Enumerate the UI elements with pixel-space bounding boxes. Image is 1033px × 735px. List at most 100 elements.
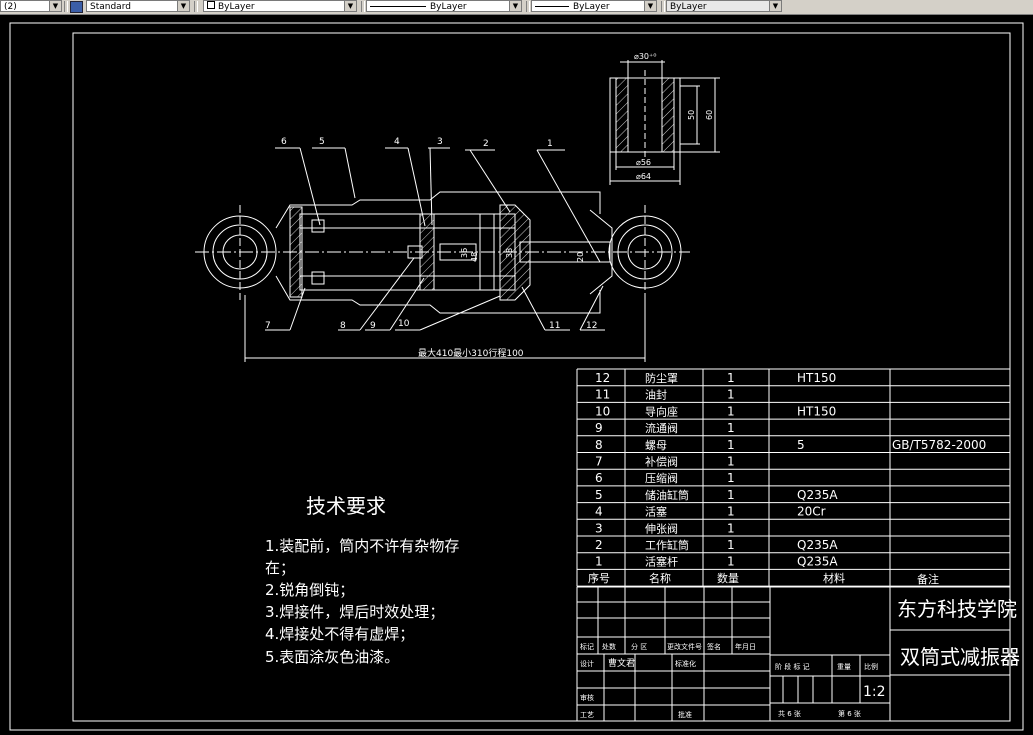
balloon-1: 1 — [547, 139, 553, 149]
bom-cell-material: Q235A — [797, 555, 838, 569]
requirement-line-2: 在； — [265, 559, 295, 577]
bom-cell-qty: 1 — [727, 404, 735, 418]
requirement-line-5: 4.焊接处不得有虚焊； — [265, 625, 414, 643]
tb-count: 处数 — [602, 642, 616, 651]
tb-school: 东方科技学院 — [897, 597, 1017, 621]
bom-cell-qty: 1 — [727, 505, 735, 519]
balloon-11: 11 — [549, 321, 560, 331]
balloon-7: 7 — [265, 321, 271, 331]
bom-cell-note: GB/T5782-2000 — [892, 438, 986, 452]
tb-total: 共 6 张 — [778, 709, 801, 718]
color-value: ByLayer — [218, 2, 255, 12]
bom-cell-qty: 1 — [727, 371, 735, 385]
tb-zone: 分 区 — [631, 642, 647, 651]
tb-standard: 标准化 — [675, 659, 696, 668]
tb-process: 工艺 — [580, 711, 594, 719]
bom-cell-qty: 1 — [727, 488, 735, 502]
balloon-5: 5 — [319, 137, 325, 147]
title-block-text: 标记 处数 分 区 更改文件号 签名 年月日 设计 曹文君 标准化 审核 工艺 … — [580, 642, 878, 719]
bom-header-material: 材料 — [823, 571, 845, 585]
lineweight-combo[interactable]: ByLayer ▼ — [531, 0, 657, 12]
bom-cell-name: 流通阀 — [645, 421, 678, 435]
dimstyle-combo[interactable]: (2) ▼ — [0, 0, 62, 12]
title-block — [576, 586, 1011, 722]
tb-stage: 阶 段 标 记 — [775, 662, 810, 671]
bom-header-qty: 数量 — [717, 572, 739, 585]
chevron-down-icon[interactable]: ▼ — [509, 1, 521, 11]
line-sample — [370, 6, 426, 7]
dim-h50: 50 — [687, 110, 696, 120]
bom-cell-name: 活塞 — [645, 505, 667, 519]
dim-total-length: 最大410最小310行程100 — [418, 347, 524, 359]
dim-d56: ⌀56 — [636, 158, 651, 167]
bom-cell-no: 4 — [595, 505, 603, 519]
chevron-down-icon[interactable]: ▼ — [344, 1, 356, 11]
color-combo[interactable]: ByLayer ▼ — [203, 0, 357, 12]
linetype-combo[interactable]: ByLayer ▼ — [366, 0, 522, 12]
bom-cell-name: 螺母 — [645, 439, 667, 452]
bom-cell-qty: 1 — [727, 471, 735, 485]
bom-cell-no: 2 — [595, 538, 603, 552]
bom-cell-name: 油封 — [645, 388, 667, 402]
balloon-3: 3 — [437, 137, 443, 147]
bom-cell-qty: 1 — [727, 438, 735, 452]
bom-cell-name: 储油缸筒 — [645, 488, 689, 502]
balloon-8: 8 — [340, 321, 346, 331]
bom-cell-no: 12 — [595, 371, 610, 385]
bom-cell-qty: 1 — [727, 521, 735, 535]
bom-cell-no: 8 — [595, 438, 603, 452]
bom-cell-qty: 1 — [727, 388, 735, 402]
requirements-title: 技术要求 — [306, 494, 386, 518]
bom-header-no: 序号 — [588, 571, 610, 585]
color-swatch-icon — [207, 1, 215, 9]
tb-drawing-name: 双筒式减振器 — [900, 645, 1020, 669]
bom-cell-no: 7 — [595, 455, 603, 469]
chevron-down-icon[interactable]: ▼ — [177, 1, 189, 11]
tb-change-doc: 更改文件号 — [667, 642, 702, 651]
bom-cell-qty: 1 — [727, 455, 735, 469]
bom-cell-no: 1 — [595, 555, 603, 569]
bom-cell-name: 补偿阀 — [645, 455, 678, 469]
dimstyle-value: (2) — [4, 2, 17, 12]
bushing-detail — [609, 60, 720, 185]
bom-cell-name: 工作缸筒 — [645, 538, 689, 552]
drawing-canvas[interactable]: ⌀30⁺⁰ ⌀56 ⌀64 50 60 48 — [0, 15, 1033, 735]
toolbar-separator — [194, 1, 198, 12]
tb-designer: 曹文君 — [608, 657, 635, 669]
tb-scale: 1:2 — [863, 684, 886, 700]
plotstyle-combo[interactable]: ByLayer ▼ — [666, 0, 782, 12]
lineweight-value: ByLayer — [573, 2, 610, 12]
shock-absorber-assembly — [195, 191, 690, 362]
bom-cell-no: 10 — [595, 404, 610, 418]
balloon-2: 2 — [483, 139, 489, 149]
tb-mark: 标记 — [580, 642, 594, 651]
tb-sign: 签名 — [707, 642, 721, 651]
leader-lines — [265, 147, 605, 331]
plotstyle-value: ByLayer — [670, 2, 707, 12]
text-style-icon[interactable] — [70, 1, 83, 13]
bom-cell-name: 活塞杆 — [645, 555, 678, 569]
tb-approve: 批准 — [678, 710, 692, 719]
requirement-line-4: 3.焊接件，焊后时效处理； — [265, 603, 444, 621]
chevron-down-icon[interactable]: ▼ — [644, 1, 656, 11]
requirement-line-6: 5.表面涂灰色油漆。 — [265, 648, 399, 666]
properties-toolbar: (2) ▼ Standard ▼ ByLayer ▼ ByLayer ▼ ByL… — [0, 0, 1033, 15]
text-style-combo[interactable]: Standard ▼ — [86, 0, 190, 12]
balloon-12: 12 — [586, 321, 597, 331]
bom-cell-material: Q235A — [797, 488, 838, 502]
dim-d36: 36 — [460, 248, 469, 258]
toolbar-separator — [526, 1, 530, 12]
bom-cell-material: 20Cr — [797, 505, 826, 519]
balloon-6: 6 — [281, 137, 287, 147]
bom-header-note: 备注 — [917, 572, 939, 586]
tb-review: 审核 — [580, 693, 594, 702]
chevron-down-icon[interactable]: ▼ — [769, 1, 781, 11]
linetype-value: ByLayer — [430, 2, 467, 12]
chevron-down-icon[interactable]: ▼ — [49, 1, 61, 11]
tb-weight: 重量 — [837, 663, 851, 671]
dim-d38: 38 — [505, 248, 514, 258]
balloon-10: 10 — [398, 319, 410, 329]
bom-cell-qty: 1 — [727, 421, 735, 435]
dim-d20: 20 — [576, 252, 585, 262]
